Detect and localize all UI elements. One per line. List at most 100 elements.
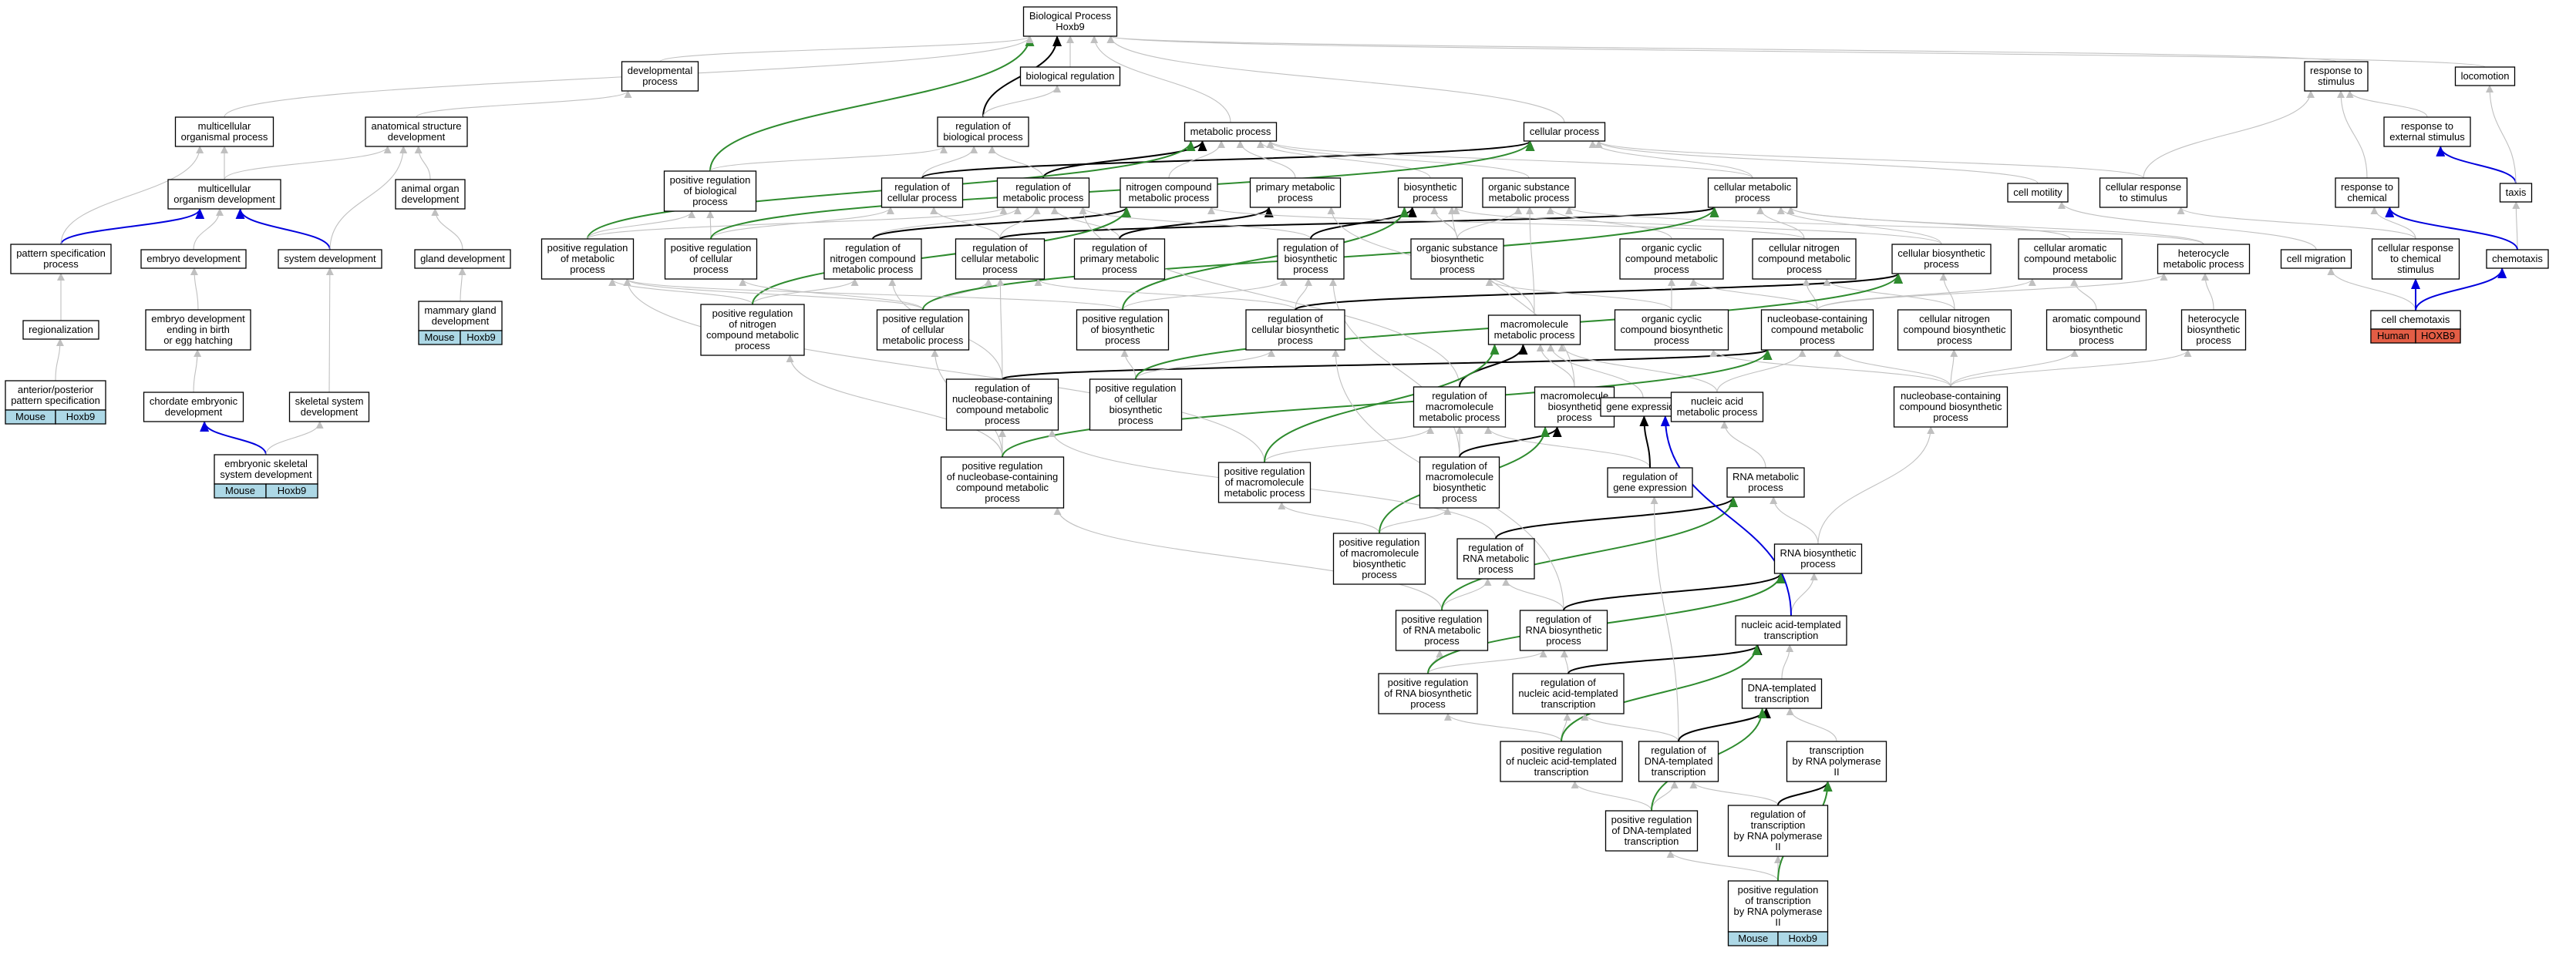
go-term-node[interactable]: metabolic process xyxy=(1184,122,1278,142)
go-term-label: macromolecule xyxy=(1426,471,1493,482)
go-term-box xyxy=(1897,309,2012,351)
go-term-box xyxy=(876,309,970,351)
go-term-node[interactable]: locomotion xyxy=(2454,66,2516,86)
go-term-label: regulation of xyxy=(1432,390,1487,402)
go-term-box xyxy=(2486,249,2549,269)
go-term-node[interactable]: regionalization xyxy=(22,320,99,340)
go-term-node[interactable]: regulation ofnucleobase-containingcompou… xyxy=(945,378,1059,431)
go-term-node[interactable]: chemotaxis xyxy=(2486,249,2549,269)
go-term-node[interactable]: regulation ofmacromoleculebiosyntheticpr… xyxy=(1419,456,1500,509)
relation-edge-gray xyxy=(1547,344,1644,398)
go-term-node[interactable]: cell motility xyxy=(2007,183,2069,203)
go-term-node[interactable]: cellular process xyxy=(1523,122,1606,142)
go-term-node[interactable]: gland development xyxy=(414,249,511,269)
go-term-box xyxy=(1184,122,1278,142)
go-term-node[interactable]: cell migration xyxy=(2280,249,2352,269)
go-term-label: biosynthetic xyxy=(1433,482,1487,493)
go-term-box xyxy=(278,249,382,269)
go-term-node[interactable]: embryo development xyxy=(140,249,247,269)
go-term-label: development xyxy=(432,315,490,327)
relation-edge-gray xyxy=(1581,713,1679,742)
go-term-node[interactable]: biological regulation xyxy=(1019,66,1121,86)
go-term-label: nitrogen compound xyxy=(1126,181,1211,193)
go-term-node[interactable]: system development xyxy=(278,249,382,269)
go-term-label: of RNA biosynthetic xyxy=(1384,687,1472,699)
go-term-node[interactable]: taxis xyxy=(2499,183,2533,203)
